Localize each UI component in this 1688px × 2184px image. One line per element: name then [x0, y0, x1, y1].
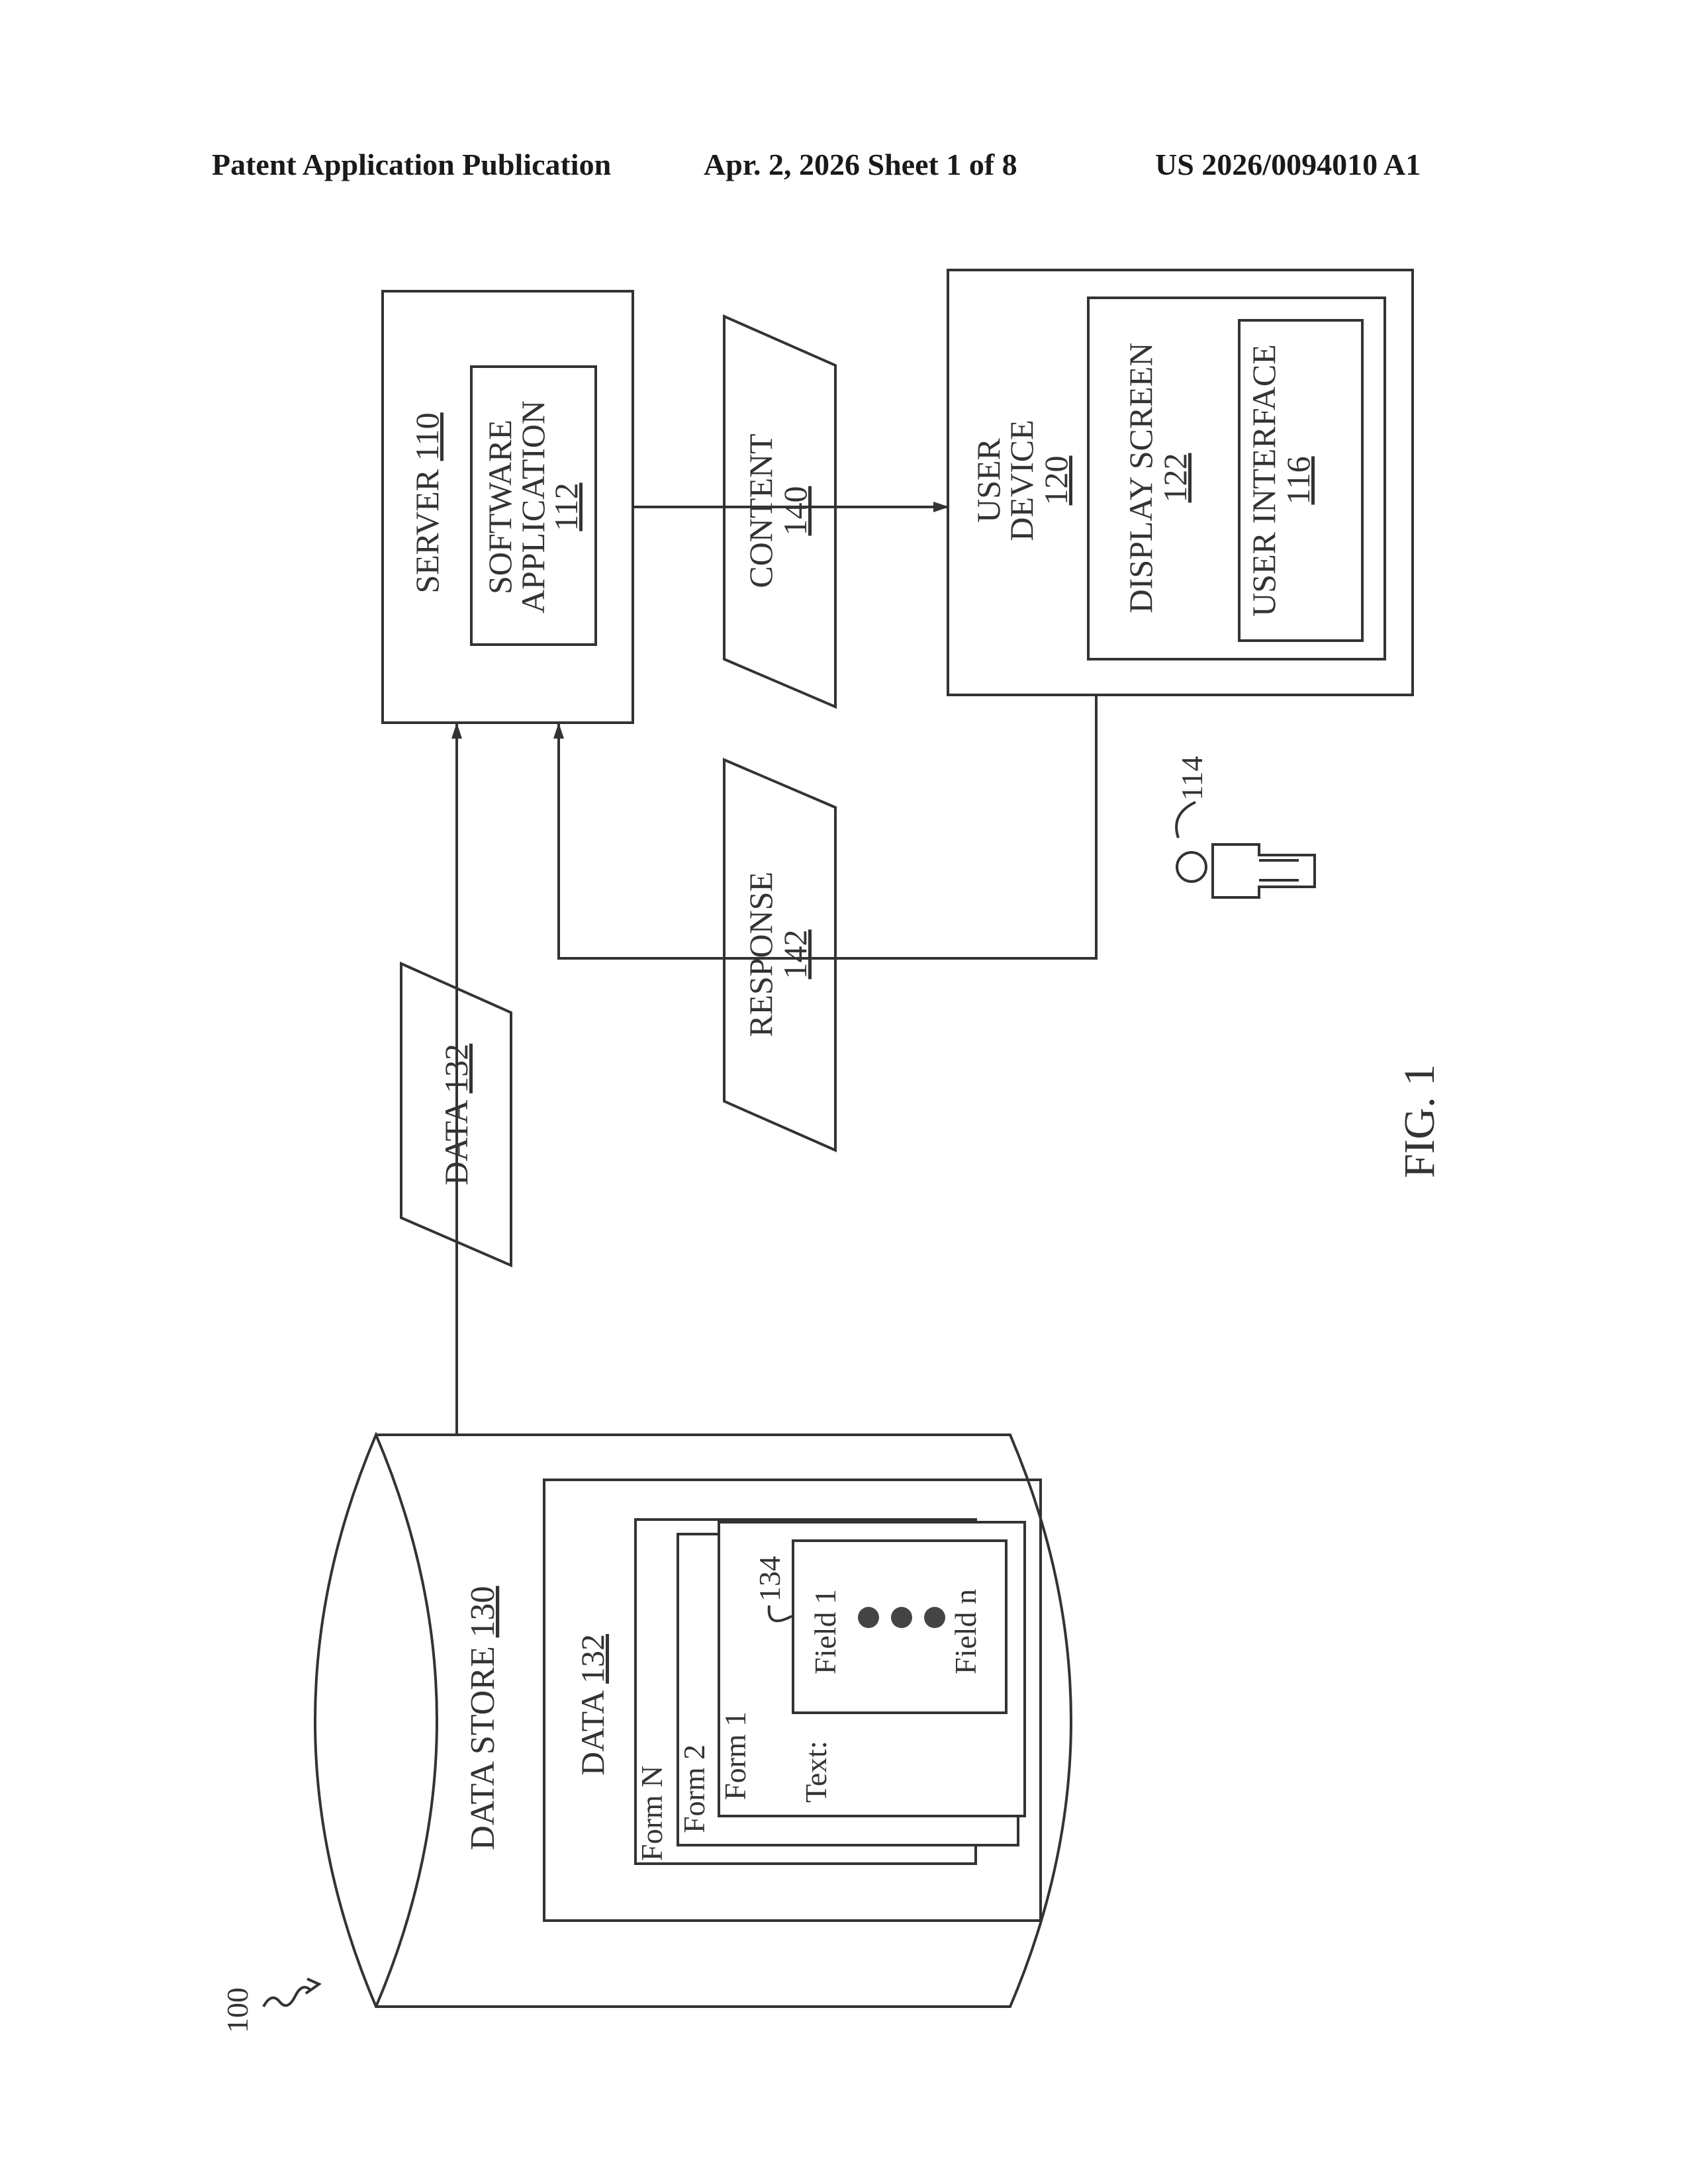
- ellipsis-dot-1: [858, 1607, 879, 1628]
- user-leader-line: [1176, 802, 1196, 838]
- form-2-label: Form 2: [677, 1745, 711, 1833]
- user-device-line2: DEVICE: [1003, 420, 1040, 541]
- user-ref-label: 114: [1175, 756, 1209, 800]
- user-head-icon: [1177, 852, 1206, 882]
- form-text-label: Text:: [799, 1741, 833, 1803]
- form-1-label: Form 1: [718, 1711, 752, 1800]
- display-screen-name: DISPLAY SCREEN: [1122, 343, 1159, 614]
- content-name: CONTENT: [742, 433, 779, 588]
- display-screen-ref: 122: [1156, 453, 1194, 503]
- ellipsis-dot-2: [891, 1607, 912, 1628]
- software-application-ref: 112: [547, 482, 585, 531]
- user-device-line1: USER: [970, 437, 1007, 522]
- data-store-label: DATA STORE 130: [464, 1586, 502, 1850]
- system-ref-label: 100: [220, 1987, 254, 2033]
- software-application-line2: APPLICATION: [514, 400, 551, 614]
- software-application-line1: SOFTWARE: [481, 420, 518, 594]
- content-ref: 140: [776, 486, 814, 536]
- device-to-server-arrow: [559, 695, 1096, 958]
- field-n-label: Field n: [949, 1589, 982, 1674]
- data-store-data-label: DATA 132: [574, 1634, 611, 1776]
- response-name: RESPONSE: [742, 872, 779, 1037]
- user-interface-ref: 116: [1280, 456, 1317, 504]
- ellipsis-dot-3: [924, 1607, 945, 1628]
- user-body-icon: [1213, 844, 1315, 897]
- field-1-label: Field 1: [808, 1589, 842, 1674]
- figure-caption: FIG. 1: [1395, 1064, 1444, 1178]
- response-ref: 142: [776, 930, 814, 979]
- field-ref-label: 134: [753, 1556, 786, 1602]
- data-flow-label: DATA 132: [438, 1044, 475, 1185]
- server-label: SERVER 110: [408, 412, 445, 593]
- system-squiggle: [263, 1987, 310, 2007]
- user-interface-name: USER INTERFACE: [1245, 344, 1282, 617]
- user-device-ref: 120: [1037, 456, 1074, 506]
- form-n-label: Form N: [635, 1766, 669, 1861]
- system-arrow-icon: [306, 1979, 319, 1993]
